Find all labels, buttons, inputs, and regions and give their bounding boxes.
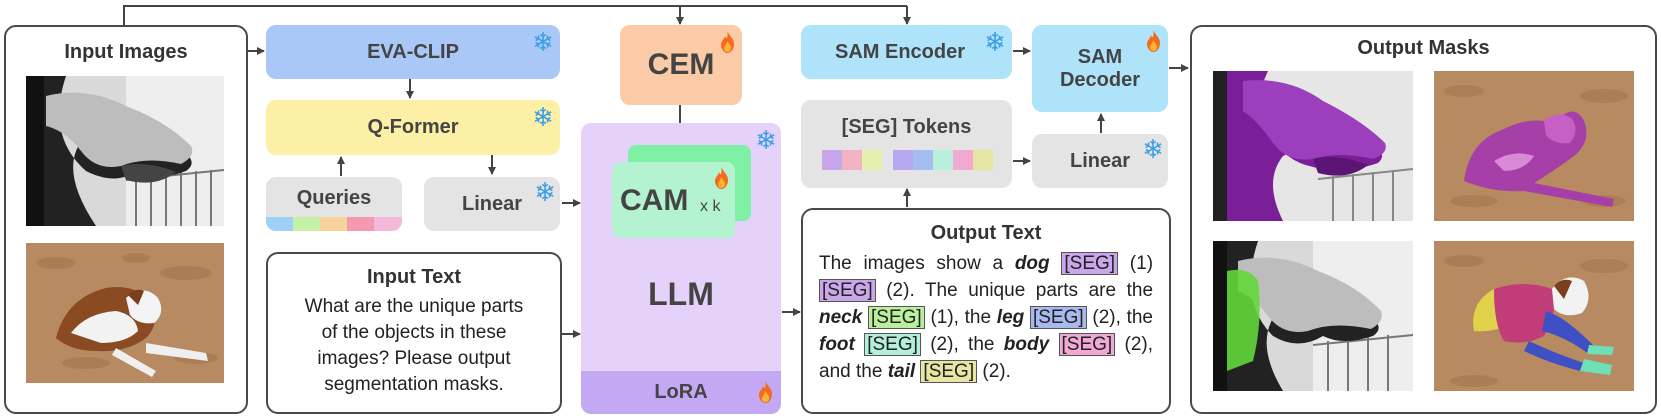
cam-label: CAM [620,184,689,217]
lora-block: LoRA [581,371,781,414]
queries-block: Queries [266,177,402,231]
output-mask-dog-sand-whole [1434,71,1634,221]
query-token [320,217,348,231]
flame-icon [721,31,734,53]
cem-label: CEM [647,47,715,81]
seg-tag-neck: [SEG] [868,306,925,329]
seg-token [842,150,862,170]
llm-label: LLM [648,276,714,312]
input-text-line: of the objects in these [321,322,507,343]
seg-tag-dog-2: [SEG] [819,279,876,302]
snowflake-icon: ❄ [532,102,554,132]
output-text-span: The images show a [819,253,1004,274]
queries-label: Queries [296,187,372,209]
snowflake-icon: ❄ [532,27,554,57]
seg-tokens-block: [SEG] Tokens [801,100,1012,188]
arrow-top-bus [123,5,907,26]
snowflake-icon: ❄ [755,125,777,155]
output-text-span: (2). [982,361,1011,382]
seg-token [973,150,993,170]
seg-token [893,150,913,170]
sam-encoder-label: SAM Encoder [835,40,966,63]
input-text-body: What are the unique parts of the objects… [268,294,560,398]
cem-block: CEM [620,25,742,105]
output-text-span: (1), the [930,307,992,328]
query-token [347,217,375,231]
input-text-title: Input Text [366,266,462,288]
sam-decoder-block: SAM Decoder [1032,25,1168,112]
seg-token [913,150,933,170]
query-token [293,217,321,231]
seg-token [862,150,882,170]
input-text-line: What are the unique parts [304,296,524,317]
flame-icon [759,381,772,403]
output-text-keyword: tail [887,361,916,382]
linear-right-label: Linear [1069,149,1131,172]
output-text-span: (2). The unique parts are [886,280,1117,301]
output-text-keyword: body [1003,334,1050,355]
output-text-span: (2), and the [819,334,1154,382]
snowflake-icon: ❄ [1142,134,1164,164]
input-image-dog-sand [26,243,224,383]
linear-left-block: Linear ❄ [424,177,560,231]
seg-tokens-label: [SEG] Tokens [841,116,972,138]
seg-tag-body: [SEG] [1058,333,1116,356]
seg-tag-foot: [SEG] [864,333,921,356]
seg-token [953,150,973,170]
output-text-keyword: leg [996,307,1025,328]
output-text-span: (2), the [1092,307,1154,328]
cam-block: CAM x k [612,162,735,238]
lora-label: LoRA [654,381,708,403]
query-token [374,217,402,231]
output-mask-dog-window-neck [1213,241,1413,391]
input-text-line: images? Please output [317,348,511,369]
snowflake-icon: ❄ [984,27,1006,57]
input-text-panel: Input Text What are the unique parts of … [266,252,562,414]
output-text-keyword: neck [819,307,863,328]
seg-token [933,150,953,170]
q-former-label: Q-Former [367,116,459,138]
output-text-span: the [1126,280,1154,301]
input-images-title: Input Images [64,41,188,63]
linear-left-label: Linear [461,192,523,215]
snowflake-icon: ❄ [534,177,556,207]
seg-tag-leg: [SEG] [1029,306,1087,329]
q-former-block: Q-Former ❄ [266,100,560,155]
eva-clip-label: EVA-CLIP [367,40,459,63]
output-masks-title: Output Masks [1357,37,1490,59]
linear-right-block: Linear ❄ [1032,134,1168,188]
query-token [266,217,294,231]
output-mask-dog-window-whole [1213,71,1413,221]
eva-clip-block: EVA-CLIP ❄ [266,25,560,79]
output-text-keyword: foot [819,334,855,355]
sam-encoder-block: SAM Encoder ❄ [801,25,1012,79]
output-text-span: (1) [1129,253,1154,274]
seg-token [822,150,842,170]
seg-tag-dog-1: [SEG] [1061,252,1119,275]
seg-tag-tail: [SEG] [920,360,978,383]
output-text-body: The images show a dog [SEG] (1) [SEG] (2… [819,250,1153,385]
flame-icon [1147,30,1160,52]
output-text-keyword: dog [1014,253,1050,274]
sam-decoder-label-line2: Decoder [1059,68,1141,91]
output-mask-dog-sand-parts [1434,241,1634,391]
output-text-span: (2), the [930,334,995,355]
cam-multiplier: x k [700,198,721,215]
sam-decoder-label-line1: SAM [1077,45,1123,68]
flame-icon [715,167,728,189]
output-text-title: Output Text [930,222,1042,244]
input-image-dog-window [26,76,224,226]
input-text-line: segmentation masks. [324,374,504,395]
output-text-panel: Output Text The images show a dog [SEG] … [801,208,1171,414]
